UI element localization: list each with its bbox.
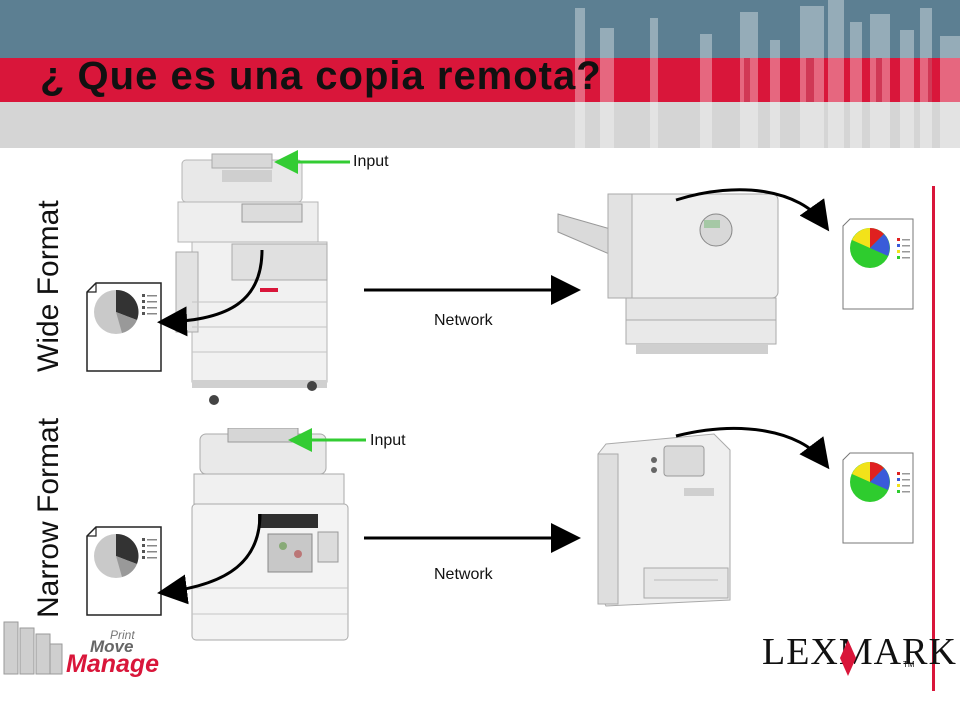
header-band-dark <box>0 0 960 58</box>
right-accent-rule <box>932 186 935 691</box>
network-caption-top: Network <box>434 312 493 329</box>
document-pie-chart-icon <box>86 526 162 616</box>
lexmark-logo: LEXMARK <box>762 631 957 673</box>
curved-arrow-icon <box>675 426 830 470</box>
copier-narrow-icon <box>191 428 349 641</box>
lexmark-diamond-icon <box>840 640 856 676</box>
header-band-red <box>0 58 960 102</box>
printed-pie-chart-icon <box>842 452 914 544</box>
header-band-grey <box>0 102 960 148</box>
lexmark-tm: TM <box>903 660 915 669</box>
curved-arrow-icon <box>157 249 264 337</box>
document-pie-chart-icon <box>86 282 162 372</box>
logo-manage-text: Manage <box>66 650 160 678</box>
input-caption-top: Input <box>353 153 389 170</box>
curved-arrow-icon <box>157 513 262 605</box>
printers-silhouette-icon <box>3 621 63 675</box>
logo-print-text: Print <box>110 628 135 642</box>
city-skyline-graphic <box>575 0 960 148</box>
input-caption-bottom: Input <box>370 432 406 449</box>
printed-pie-chart-icon <box>842 218 914 310</box>
printer-narrow-icon <box>597 433 731 607</box>
copier-wide-icon <box>175 153 328 405</box>
network-caption-bottom: Network <box>434 566 493 583</box>
curved-arrow-icon <box>675 188 830 232</box>
slide-title: ¿ Que es una copia remota? <box>40 54 602 98</box>
logo-move-text: Move <box>90 637 134 656</box>
printer-wide-icon <box>557 193 779 354</box>
